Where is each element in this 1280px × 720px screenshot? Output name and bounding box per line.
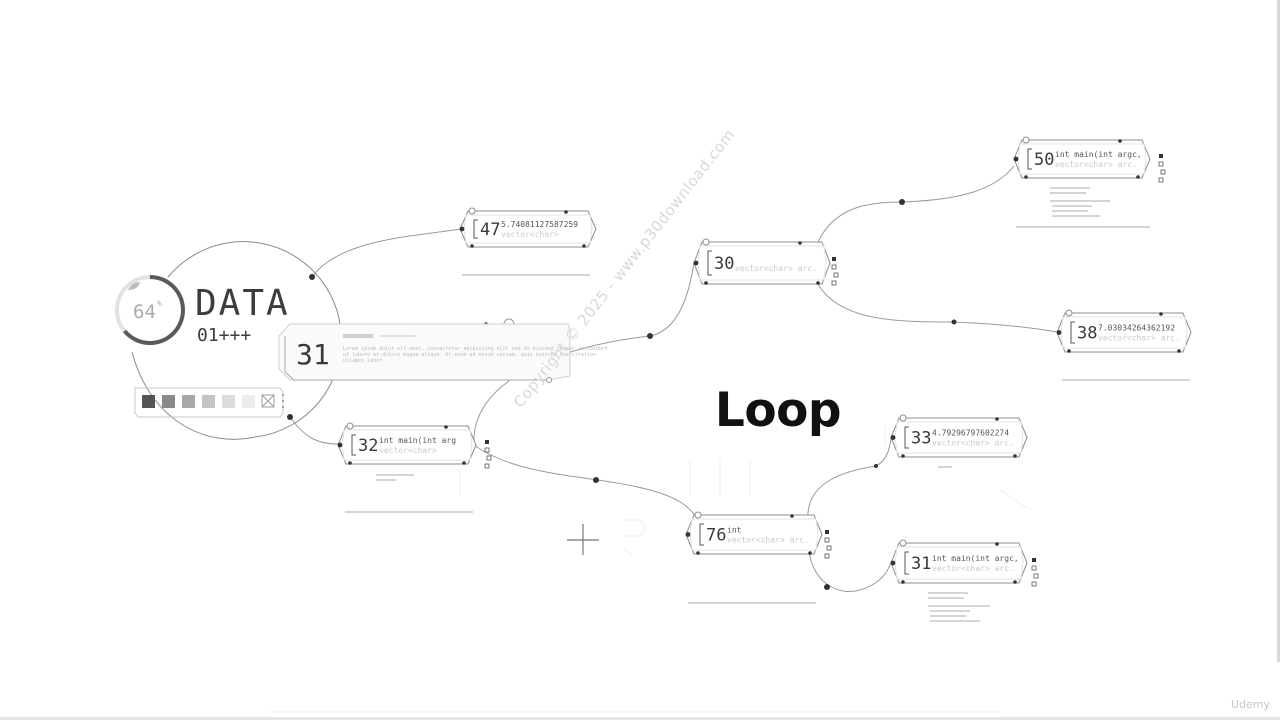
info-card-line-2: ut labore et dolore magna aliqua. Ut eni… <box>343 352 596 358</box>
video-progress-track <box>0 717 1280 720</box>
hub-heading: DATA <box>195 283 290 324</box>
swatch-strip <box>134 387 284 418</box>
node-number: 30 <box>714 254 734 274</box>
crosshair-icon <box>567 524 599 555</box>
node-number: 33 <box>911 429 931 449</box>
info-card-line-1: Lorem ipsum dolor sit amet, consectetur … <box>343 346 608 352</box>
info-card-line-3: ullamco labor. <box>343 358 385 364</box>
node-square-markers <box>831 257 839 286</box>
node-subtext: vector<char> arc. <box>1055 160 1137 169</box>
node-number: 47 <box>480 220 500 240</box>
color-swatch <box>182 395 195 408</box>
node-number: 76 <box>706 526 726 546</box>
node-number: 31 <box>911 554 931 574</box>
node-square-markers <box>484 440 492 469</box>
node-number: 32 <box>358 436 378 456</box>
color-swatch <box>242 395 255 408</box>
scaffold-lines <box>270 425 1031 713</box>
leaf-icon <box>128 282 140 290</box>
hub-ring <box>167 241 342 438</box>
node-subtext: vector<char> arc. <box>932 439 1014 448</box>
color-swatch <box>142 395 155 408</box>
connector-32-30 <box>473 261 695 446</box>
connector-32-76 <box>473 444 698 519</box>
node-square-markers <box>1158 154 1166 183</box>
color-swatch <box>162 395 175 408</box>
info-card: 31 Lorem ipsum dolor sit amet, consectet… <box>278 318 608 383</box>
node-code: int main(int argc, <box>932 554 1019 563</box>
node-code: int <box>727 526 742 535</box>
node-code: int main(int argc, <box>1055 150 1142 159</box>
connector-76-31 <box>807 541 892 592</box>
node-subtext: vector<char> <box>501 230 559 239</box>
hub-ring-lower <box>131 351 256 440</box>
page-title: Loop <box>714 383 842 438</box>
node-subtext: vector<char> <box>379 446 437 455</box>
progress-value: 64 <box>133 301 156 323</box>
connector-76-33 <box>807 437 892 521</box>
node-subtext: vector<char> arc. <box>932 564 1014 573</box>
hub-subheading: 01+++ <box>197 325 251 346</box>
node-code: int main(int arg <box>379 436 456 445</box>
progress-arc <box>123 275 185 345</box>
node-number: 38 <box>1077 324 1097 344</box>
node-code: 5.74081127587259 <box>501 220 578 229</box>
node-code: 4.79296797602274 <box>932 429 1009 438</box>
connector-30-50 <box>817 165 1015 243</box>
color-swatch <box>222 395 235 408</box>
node-square-markers <box>1031 558 1039 587</box>
progress-unit: % <box>157 299 162 308</box>
connector-hub-32 <box>289 416 339 445</box>
node-square-markers <box>824 530 832 559</box>
node-subtext: vector<char> arc. <box>735 264 817 273</box>
window-edge <box>1277 0 1280 662</box>
node-number: 50 <box>1034 150 1054 170</box>
connector-30-38 <box>817 283 1058 333</box>
connector-hub-47 <box>311 228 461 278</box>
data-hub: 64 % DATA 01+++ <box>115 275 290 418</box>
swatch-row <box>142 395 255 408</box>
node-subtext: vector<char> arc. <box>1098 334 1180 343</box>
node-subtext: vector<char> arc. <box>727 536 809 545</box>
connector-dots <box>287 199 957 590</box>
ghost-text <box>345 187 1190 622</box>
node-code: 7.03034264362192 <box>1098 324 1175 333</box>
info-card-number: 31 <box>296 338 330 371</box>
color-swatch <box>202 395 215 408</box>
udemy-logo: Udemy <box>1230 698 1270 711</box>
